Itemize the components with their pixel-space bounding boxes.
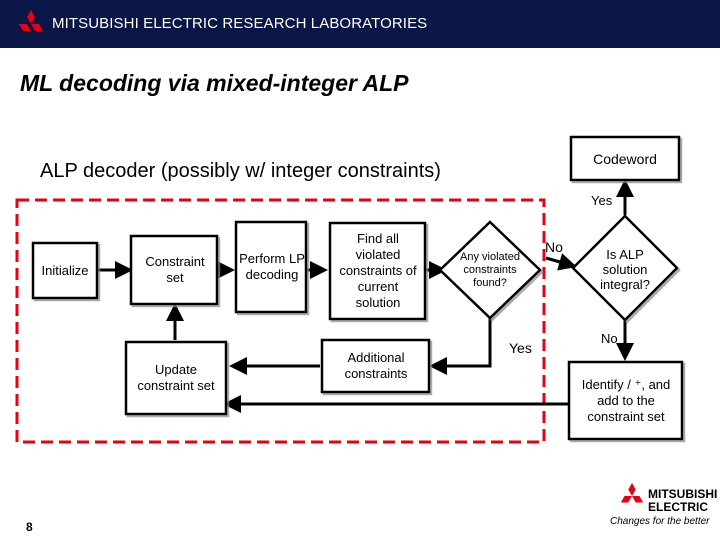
node-initialize-box — [31, 241, 99, 300]
edge-any-no-to-integral — [545, 253, 577, 271]
node-any-violated: Any violated constraints found? — [460, 250, 520, 289]
footer-tagline: Changes for the better — [610, 516, 710, 527]
node-additional-constraints-box — [320, 338, 431, 394]
node-update-constraint: Update constraint set — [137, 362, 215, 393]
node-perform-lp: Perform LP decoding — [239, 251, 305, 282]
edge-label-yes-violated: Yes — [509, 340, 532, 356]
node-any-violated-diamond — [438, 220, 542, 320]
footer-brand: MITSUBISHI ELECTRIC — [648, 488, 717, 514]
node-constraint-set: Constraint set — [145, 254, 205, 285]
slide-subtitle: ALP decoder (possibly w/ integer constra… — [40, 160, 441, 182]
footer-brand-line1: MITSUBISHI — [648, 487, 718, 501]
page-number: 8 — [26, 520, 33, 534]
node-identify-box — [567, 360, 684, 441]
node-is-integral-diamond — [571, 214, 679, 322]
edge-any-yes-to-additional — [429, 310, 492, 375]
node-is-integral: Is ALP solution integral? — [600, 246, 650, 292]
node-perform-lp-box — [234, 220, 308, 314]
node-additional-constraints: Additional constraints — [344, 350, 408, 381]
node-update-constraint-box — [124, 340, 228, 416]
alp-decoder-boundary — [15, 198, 546, 444]
node-find-violated-box — [328, 221, 427, 321]
edge-label-no-integral: No — [601, 331, 618, 346]
mitsubishi-logo-icon — [19, 10, 43, 31]
node-initialize: Initialize — [41, 263, 89, 278]
node-codeword: Codeword — [593, 150, 657, 167]
header-bar — [0, 0, 720, 48]
node-find-violated: Find all violated constraints of current… — [339, 231, 417, 310]
node-identify: Identify / ⁺, and add to the constraint … — [581, 376, 671, 424]
node-codeword-box — [569, 135, 681, 182]
node-constraint-set-box — [129, 234, 219, 306]
header-title: MITSUBISHI ELECTRIC RESEARCH LABORATORIE… — [52, 15, 428, 32]
mitsubishi-footer-logo-icon — [620, 482, 644, 503]
slide-title: ML decoding via mixed-integer ALP — [20, 70, 409, 96]
edge-label-no-violated: No — [545, 239, 563, 255]
footer-brand-line2: ELECTRIC — [648, 500, 708, 514]
edge-label-yes-integral: Yes — [591, 193, 613, 208]
